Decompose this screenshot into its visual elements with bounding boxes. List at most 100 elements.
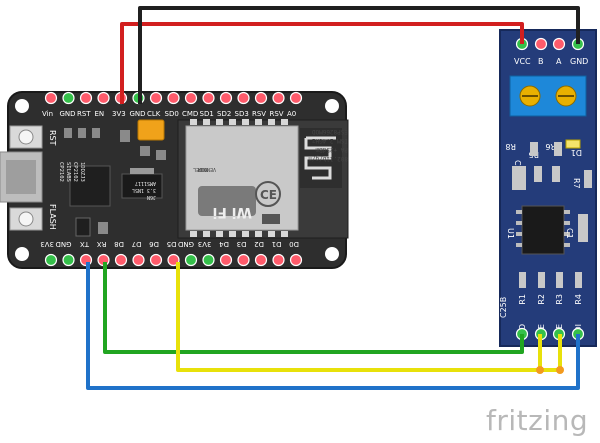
bottom-pin-label: D2 xyxy=(254,240,264,248)
bottom-pin-d3 xyxy=(237,253,250,267)
bottom-pin-d1 xyxy=(272,253,285,267)
wire-yellow-d5-re-de xyxy=(176,262,562,372)
module-text-4: 802.11b/g/n xyxy=(308,155,348,162)
rs485-bottom-pins: ROREDEDI xyxy=(515,324,585,341)
resistor xyxy=(575,272,582,288)
top-pin-sd0 xyxy=(167,91,180,105)
bottom-pin-label: D6 xyxy=(149,240,159,248)
top-pin-rsv xyxy=(254,91,268,105)
module-pad xyxy=(255,231,262,237)
label-u1: U1 xyxy=(506,228,515,239)
module-pad xyxy=(216,231,223,237)
top-pin-a0 xyxy=(289,91,303,105)
esp8266-module: ESP8266MOD ISM 2.4GHz PA +25dBm 802.11b/… xyxy=(177,119,349,239)
top-pin-label: SD2 xyxy=(217,110,231,118)
module-pad xyxy=(268,231,275,237)
usb-chip-line-2: SILABS xyxy=(65,162,71,182)
top-pin-label: GND xyxy=(60,110,76,118)
usb-chip-line-4: 1DDZJ3 xyxy=(79,162,85,182)
label-c1: C1 xyxy=(565,228,574,239)
bottom-pin-d8 xyxy=(114,253,128,267)
module-pad xyxy=(281,231,288,237)
bottom-pin-label: D0 xyxy=(289,240,299,248)
resistor-label: R2 xyxy=(537,294,546,305)
top-pin-sd1 xyxy=(202,91,215,105)
resistor xyxy=(538,272,545,288)
module-pad xyxy=(203,119,210,125)
module-pad xyxy=(229,231,236,237)
regulator-line-2: 3.3 1N5L xyxy=(132,187,156,193)
bottom-pin-label: TX xyxy=(80,240,90,248)
module-text-2: ISM 2.4GHz xyxy=(311,137,348,144)
bottom-pin-label: GND xyxy=(178,240,194,248)
module-pad xyxy=(190,119,197,125)
bottom-pin-d0 xyxy=(289,253,303,267)
regulator-line-1: AMS1117 xyxy=(135,180,156,186)
bottom-pin-gnd xyxy=(184,253,198,267)
bottom-pin-label: D8 xyxy=(114,240,124,248)
bottom-pin-label: RX xyxy=(97,240,107,248)
usb-chip-line-3: CP2102 xyxy=(72,162,78,182)
top-pin-label: EN xyxy=(95,110,105,118)
resistor xyxy=(556,272,563,288)
module-pad xyxy=(255,119,262,125)
rst-button-label: RST xyxy=(48,130,57,146)
bottom-pin-label: D4 xyxy=(219,240,229,248)
bottom-pin-label: D1 xyxy=(272,240,282,248)
max485-chip: U1 xyxy=(506,205,570,255)
label-r6: R6 xyxy=(545,142,556,151)
top-pin-label: SD1 xyxy=(200,110,214,118)
wire-black-gnd-gnd xyxy=(138,6,580,104)
top-pin-cmd xyxy=(184,91,198,105)
rs485-top-label: GND xyxy=(570,57,588,66)
bottom-pin-label: D3 xyxy=(237,240,247,248)
top-pin-vin xyxy=(44,91,58,105)
flash-button-label: FLASH xyxy=(48,204,57,230)
bottom-pin-d7 xyxy=(132,253,145,267)
top-pin-label: SD0 xyxy=(165,110,179,118)
label-r7: R7 xyxy=(572,178,581,189)
bottom-pin-label: GND xyxy=(55,240,71,248)
top-pin-clk xyxy=(149,91,163,105)
bottom-pin-3v3 xyxy=(202,253,215,267)
top-pin-sd3 xyxy=(237,91,250,105)
label-c25b: C25B xyxy=(499,297,508,318)
top-pin-label: RSV xyxy=(270,110,284,118)
module-castellations xyxy=(190,119,288,237)
top-pin-label: CLK xyxy=(147,110,161,118)
top-pin-label: RSV xyxy=(252,110,266,118)
top-pin-label: CMD xyxy=(182,110,198,118)
module-pad xyxy=(242,231,249,237)
module-text-5: MODEL xyxy=(193,166,208,172)
rs485-top-label: B xyxy=(538,57,544,66)
top-pin-label: SD3 xyxy=(235,110,249,118)
top-pin-label: Vin xyxy=(42,110,53,118)
resistor xyxy=(519,272,526,288)
bottom-pin-label: 3V3 xyxy=(40,240,54,248)
wifi-logo: Wi Fi xyxy=(213,204,252,220)
bottom-pin-label: 3V3 xyxy=(198,240,212,248)
rs485-pin-a xyxy=(552,37,566,51)
fritzing-watermark: fritzing xyxy=(486,404,589,437)
usb-chip-line-1: CP2102 xyxy=(58,162,64,182)
resistor-label: R4 xyxy=(574,294,583,305)
rst-button: RST xyxy=(9,125,57,149)
module-pad xyxy=(281,119,288,125)
top-pin-rst xyxy=(79,91,93,105)
module-text-1: ESP8266MOD xyxy=(311,128,348,135)
module-pad xyxy=(268,119,275,125)
flash-button: FLASH xyxy=(9,204,57,231)
module-pad xyxy=(190,231,197,237)
regulator-line-3: J6N xyxy=(147,194,156,200)
bottom-pin-d2 xyxy=(254,253,268,267)
top-pin-rsv xyxy=(272,91,285,105)
wires xyxy=(86,6,580,390)
module-text-3: PA +25dBm xyxy=(315,146,348,153)
resistor-label: R3 xyxy=(555,294,564,305)
top-pin-label: 3V3 xyxy=(112,110,126,118)
